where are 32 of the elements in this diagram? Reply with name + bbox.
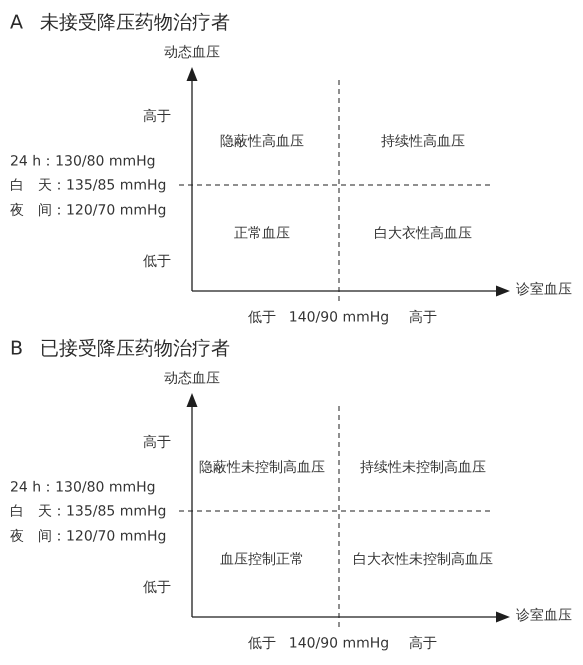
panel-title: 已接受降压药物治疗者 [40,338,230,360]
panel-letter: B [10,338,24,360]
threshold-value: 140/90 mmHg [288,636,390,652]
axis-level-label: 低于 [143,580,171,596]
threshold-value: 白 天：135/85 mmHg [10,504,166,520]
panel-title: 未接受降压药物治疗者 [40,12,230,34]
x-axis-label: 诊室血压 [516,608,572,624]
axis-level-label: 高于 [143,108,171,126]
threshold-value: 白 天：135/85 mmHg [10,178,166,194]
threshold-value: 夜 间：120/70 mmHg [10,528,166,546]
quadrant-label: 隐蔽性未控制高血压 [199,460,325,476]
x-axis-label: 诊室血压 [516,282,572,298]
threshold-value: 24 h：130/80 mmHg [10,480,156,496]
threshold-value: 140/90 mmHg [288,310,390,326]
quadrant-label: 血压控制正常 [220,552,304,568]
y-axis-label: 动态血压 [164,370,220,388]
panel-letter: A [10,12,23,34]
axis-level-label: 高于 [409,636,437,652]
y-axis-label: 动态血压 [164,44,220,62]
axis-level-label: 高于 [143,434,171,452]
axis-level-label: 低于 [248,636,276,652]
axis-level-label: 低于 [248,310,276,326]
threshold-value: 夜 间：120/70 mmHg [10,202,166,220]
axis-level-label: 高于 [409,310,437,326]
threshold-value: 24 h：130/80 mmHg [10,154,156,170]
quadrant-label: 正常血压 [234,226,290,242]
axis-level-label: 低于 [143,254,171,270]
quadrant-label: 隐蔽性高血压 [220,134,304,150]
quadrant-label: 持续性高血压 [381,134,465,150]
quadrant-label: 持续性未控制高血压 [360,460,486,476]
quadrant-label: 白大衣性未控制高血压 [353,552,493,568]
quadrant-label: 白大衣性高血压 [374,226,472,242]
